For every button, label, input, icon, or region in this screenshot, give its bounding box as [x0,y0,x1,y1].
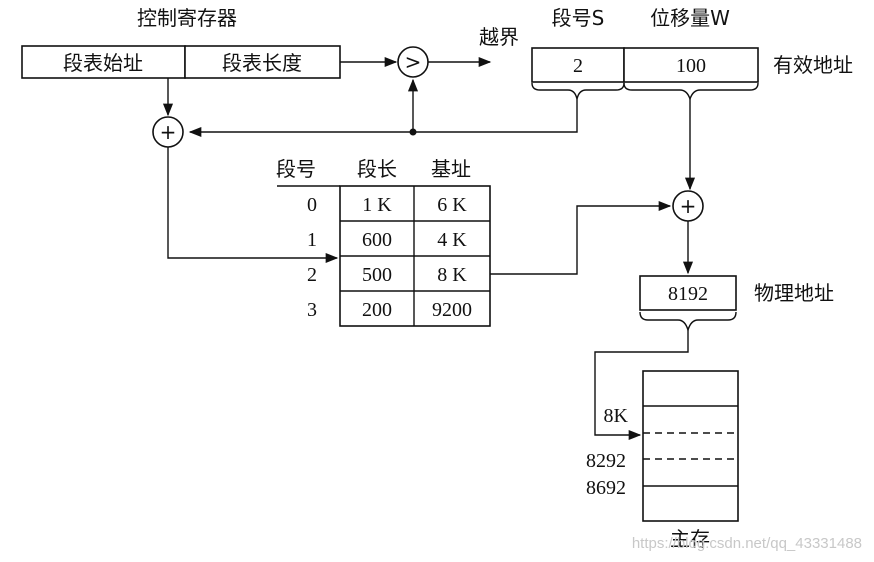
table-header-length: 段长 [357,157,397,181]
physical-address-value: 8192 [668,283,708,305]
physical-address-brace [639,311,737,333]
control-register: 段表始址 段表长度 [21,45,341,79]
physical-address-label: 物理地址 [754,281,834,305]
main-memory: 8K 8292 8692 [586,370,739,522]
main-memory-label: 主存 [670,527,710,551]
segment-number-header: 段号S [552,6,605,30]
table-row-length: 500 [362,264,392,286]
table-row-segment: 0 [307,194,317,216]
table-row-length: 600 [362,229,392,251]
offset-header: 位移量W [650,6,730,30]
control-register-title: 控制寄存器 [137,6,237,30]
table-row-length: 200 [362,299,392,321]
physical-address-box [639,275,737,311]
segment-number-brace [531,82,625,100]
table-header-base: 基址 [431,157,471,181]
segment-table-length-label: 段表长度 [222,51,302,75]
segment-number-to-adder-arrow [188,99,578,138]
out-of-bounds-label: 越界 [479,25,519,49]
segment-table-start-cell [21,45,186,79]
table-row-base: 4 K [437,229,467,251]
memory-mark-8292: 8292 [586,450,626,472]
adder-to-row-arrow [167,147,339,264]
table-adder-symbol: + [160,120,177,144]
offset-brace [623,82,759,102]
effective-address-register: 2 100 [531,47,759,83]
segment-table-start-label: 段表始址 [63,51,143,75]
memory-mark-8k: 8K [604,405,629,427]
segment-number-value: 2 [573,55,583,77]
table-row-base: 6 K [437,194,467,216]
segment-table-length-cell [184,45,341,79]
table-header-segment: 段号 [276,157,316,181]
effective-address-label: 有效地址 [773,53,853,77]
table-row-segment: 3 [307,299,317,321]
memory-mark-8692: 8692 [586,477,626,499]
main-memory-box [642,370,739,522]
base-to-adder-arrow [490,200,672,275]
segment-number-cell [531,47,625,83]
table-row-segment: 1 [307,229,317,251]
address-adder-symbol: + [680,194,697,218]
table-row-length: 1 K [362,194,392,216]
segment-table: 段号 段长 基址 0 1 K 6 K 1 600 4 K 2 500 8 K 3… [276,157,491,327]
table-row-base: 8 K [437,264,467,286]
table-row-base: 9200 [432,299,472,321]
watermark: https://blog.csdn.net/qq_43331488 [632,535,862,552]
table-row-segment: 2 [307,264,317,286]
offset-value: 100 [676,55,706,77]
offset-cell [623,47,759,83]
physical-to-memory-arrow [594,330,689,441]
compare-symbol: > [405,50,422,74]
